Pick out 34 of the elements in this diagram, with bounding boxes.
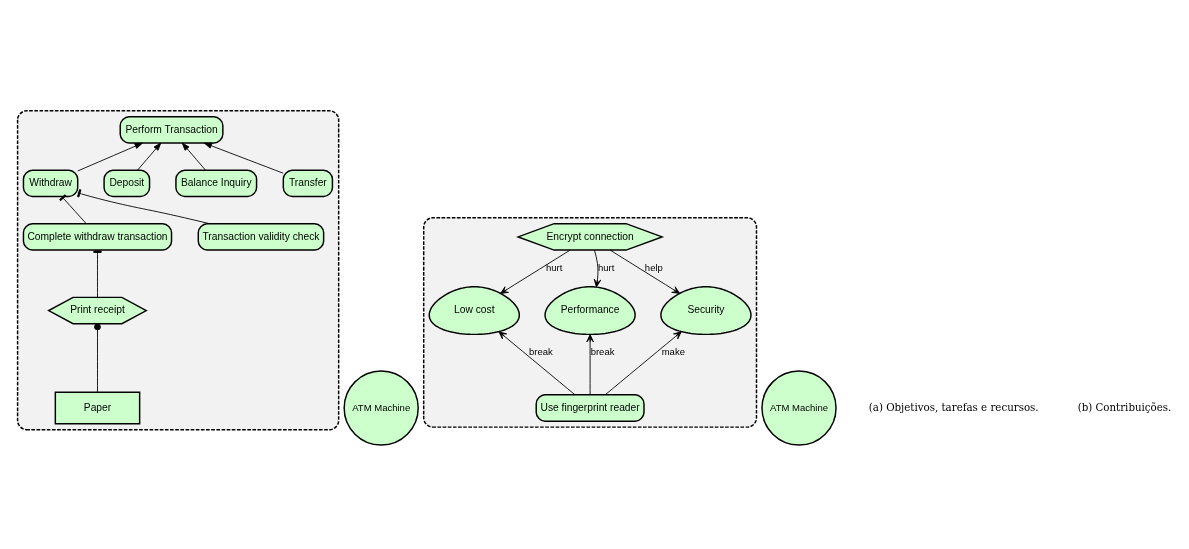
node-box: Withdraw	[22, 168, 79, 197]
arrow	[609, 249, 681, 294]
node-box: Transaction validity check	[197, 222, 325, 251]
edge-label: break	[590, 345, 615, 357]
arrow	[593, 249, 602, 287]
node-box: Balance Inquiry	[175, 168, 258, 197]
edge-label: hurt	[545, 261, 563, 273]
label: (b) Contribuições.	[1077, 400, 1172, 413]
edge-label: hurt	[598, 261, 615, 273]
node-box: Deposit	[103, 168, 151, 197]
connector	[59, 193, 87, 224]
arrow	[203, 142, 284, 174]
arrow	[181, 142, 206, 170]
label: (a) Objetivos, tarefas e recursos.	[868, 400, 1039, 413]
arrow	[500, 249, 571, 294]
edge-label: make	[661, 345, 685, 357]
cluster	[422, 216, 758, 428]
connector	[93, 249, 102, 298]
arrow	[604, 330, 682, 395]
node-box: Transfer	[282, 168, 334, 197]
arrow	[77, 142, 143, 171]
edge-label: help	[644, 261, 663, 273]
node-box: Use fingerprint reader	[535, 393, 645, 422]
cluster	[16, 109, 340, 430]
node-box: Perform Transaction	[119, 115, 224, 144]
node-circle: ATM Machine	[343, 369, 419, 446]
edge-label: break	[529, 345, 553, 357]
arrow	[498, 330, 576, 395]
arrow	[586, 333, 594, 395]
arrow	[137, 142, 162, 170]
node-circle: ATM Machine	[761, 369, 837, 446]
node-box: Paper	[54, 391, 141, 425]
connector	[94, 323, 101, 393]
connector	[77, 188, 210, 224]
